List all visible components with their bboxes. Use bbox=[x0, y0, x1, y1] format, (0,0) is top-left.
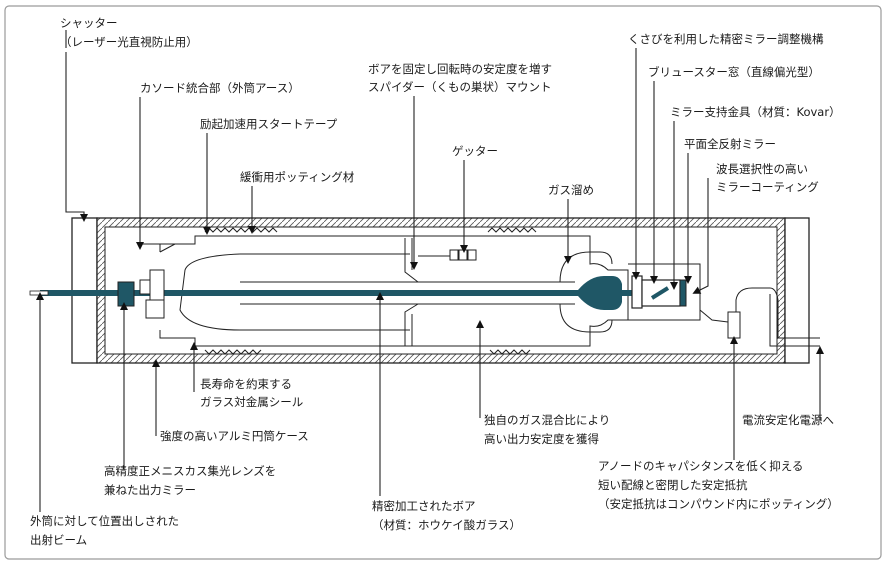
label-getter: ゲッター bbox=[452, 144, 498, 158]
label-brewster: ブリュースター窓（直線偏光型） bbox=[648, 65, 820, 79]
laser-bore bbox=[40, 290, 580, 296]
label-coating-1: 波長選択性の高い bbox=[716, 162, 808, 176]
label-potting: 緩衝用ポッティング材 bbox=[240, 170, 355, 184]
brewster-window-mount bbox=[631, 275, 643, 309]
label-gas-mix-1: 独自のガス混合比により bbox=[484, 413, 610, 427]
cathode-can bbox=[179, 253, 410, 331]
leader-lines bbox=[36, 30, 824, 512]
label-gas-reservoir: ガス溜め bbox=[548, 183, 594, 197]
label-anode-2: 短い配線と密閉した安定抵抗 bbox=[598, 478, 748, 492]
label-wedge: くさびを利用した精密ミラー調整機構 bbox=[628, 32, 824, 46]
label-output-mirror-1: 高精度正メニスカス集光レンズを bbox=[104, 464, 276, 478]
output-beam-stub bbox=[29, 290, 49, 296]
gas-reservoir-bulb bbox=[559, 251, 613, 333]
label-anode-1: アノードのキャパシタンスを低く抑える bbox=[598, 459, 803, 473]
label-beam-1: 外筒に対して位置出しされた bbox=[30, 514, 179, 528]
output-mirror-block bbox=[117, 281, 135, 307]
label-start-tape: 励起加速用スタートテープ bbox=[200, 117, 338, 131]
label-power-supply: 電流安定化電源へ bbox=[742, 413, 834, 427]
label-shutter-2: （レーザー光直視防止用） bbox=[60, 35, 198, 49]
label-glass-seal-1: 長寿命を約束する bbox=[200, 377, 292, 391]
laser-tube bbox=[29, 217, 820, 364]
label-mirror-support: ミラー支持金具（材質：Kovar） bbox=[670, 105, 841, 119]
bore-tube-outline bbox=[240, 281, 575, 305]
cathode-flange-3 bbox=[145, 299, 165, 319]
potting-pattern-top bbox=[204, 227, 278, 233]
label-gas-mix-2: 高い出力安定度を獲得 bbox=[484, 432, 599, 446]
label-bore-2: （材質：ホウケイ酸ガラス） bbox=[372, 518, 521, 532]
label-shutter-1: シャッター bbox=[60, 16, 118, 30]
outer-frame bbox=[4, 5, 882, 560]
end-cap bbox=[784, 217, 810, 364]
label-anode-3: （安定抵抗はコンパウンド内にポッティング） bbox=[598, 497, 839, 511]
potting-pattern-top-2 bbox=[487, 227, 537, 233]
label-glass-seal-2: ガラス対金属シール bbox=[200, 395, 303, 409]
label-spider-1: ボアを固定し回転時の安定度を増す bbox=[368, 62, 552, 76]
leader-shutter bbox=[65, 30, 84, 218]
label-spider-2: スパイダー（くもの巣状）マウント bbox=[368, 80, 552, 94]
spider-mount bbox=[404, 238, 419, 346]
label-flat-mirror: 平面全反射ミラー bbox=[684, 137, 776, 151]
potting-pattern-bottom-2 bbox=[489, 349, 531, 355]
annotations: シャッター （レーザー光直視防止用） カソード統合部（外筒アース） 励起加速用ス… bbox=[30, 16, 841, 547]
label-coating-2: ミラーコーティング bbox=[716, 180, 819, 194]
cathode-funnel bbox=[140, 243, 176, 253]
label-output-mirror-2: 兼ねた出力ミラー bbox=[104, 483, 196, 497]
label-beam-2: 出射ビーム bbox=[30, 533, 87, 547]
bore-extension bbox=[622, 290, 632, 296]
ballast-resistor bbox=[727, 311, 741, 339]
label-alu-case: 強度の高いアルミ円筒ケース bbox=[160, 429, 309, 443]
anode-wire bbox=[699, 287, 820, 347]
label-cathode: カソード統合部（外筒アース） bbox=[140, 81, 300, 95]
potting-pattern-bottom bbox=[204, 349, 262, 355]
label-bore-1: 精密加工されたボア bbox=[372, 499, 476, 513]
wedge bbox=[650, 286, 670, 300]
leader-coating bbox=[692, 178, 709, 294]
flat-mirror bbox=[679, 279, 687, 307]
bore-taper bbox=[578, 276, 622, 310]
